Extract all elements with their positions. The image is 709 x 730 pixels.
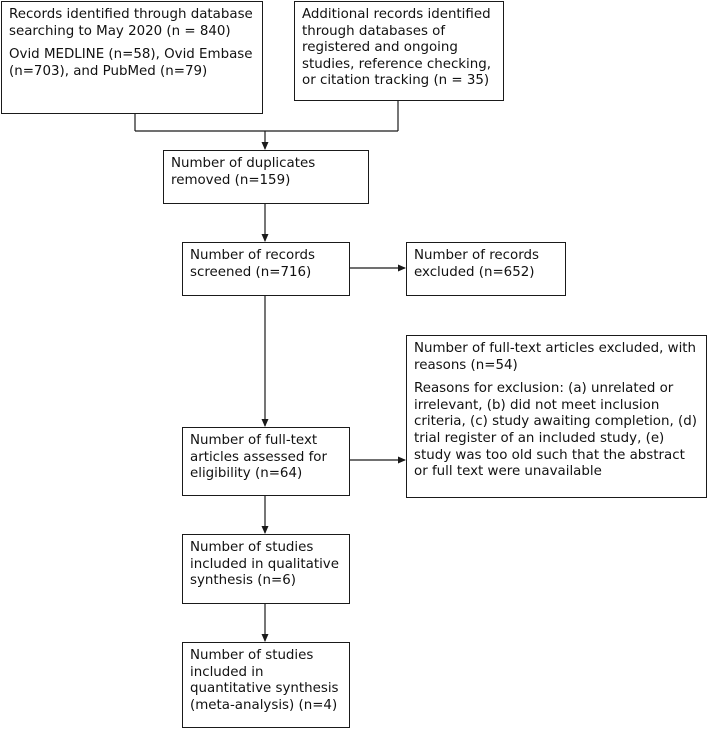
records-excluded-text: Number of records excluded (n=652): [414, 248, 539, 280]
database-records-count-text: Records identified through database sear…: [9, 7, 253, 39]
fulltext-excluded-count-text: Number of full-text articles excluded, w…: [414, 341, 697, 373]
box-records-excluded: Number of records excluded (n=652): [406, 242, 566, 296]
box-quantitative-synthesis: Number of studies included in quantitati…: [182, 642, 350, 728]
box-qualitative-synthesis: Number of studies included in qualitativ…: [182, 534, 350, 604]
qualitative-synthesis-text: Number of studies included in qualitativ…: [190, 540, 339, 589]
database-records-breakdown-text: Ovid MEDLINE (n=58), Ovid Embase (n=703)…: [9, 47, 253, 79]
quantitative-synthesis-text: Number of studies included in quantitati…: [190, 648, 339, 713]
box-additional-records: Additional records identified through da…: [294, 1, 504, 101]
box-fulltext-excluded: Number of full-text articles excluded, w…: [406, 335, 707, 498]
records-screened-text: Number of records screened (n=716): [190, 248, 315, 280]
fulltext-assessed-text: Number of full-text articles assessed fo…: [190, 433, 327, 482]
box-records-screened: Number of records screened (n=716): [182, 242, 350, 296]
box-duplicates-removed: Number of duplicates removed (n=159): [163, 150, 369, 204]
duplicates-removed-text: Number of duplicates removed (n=159): [171, 156, 316, 188]
additional-records-text: Additional records identified through da…: [302, 7, 492, 89]
fulltext-excluded-reasons-text: Reasons for exclusion: (a) unrelated or …: [414, 381, 697, 480]
box-database-records: Records identified through database sear…: [1, 1, 263, 114]
box-fulltext-assessed: Number of full-text articles assessed fo…: [182, 427, 350, 496]
